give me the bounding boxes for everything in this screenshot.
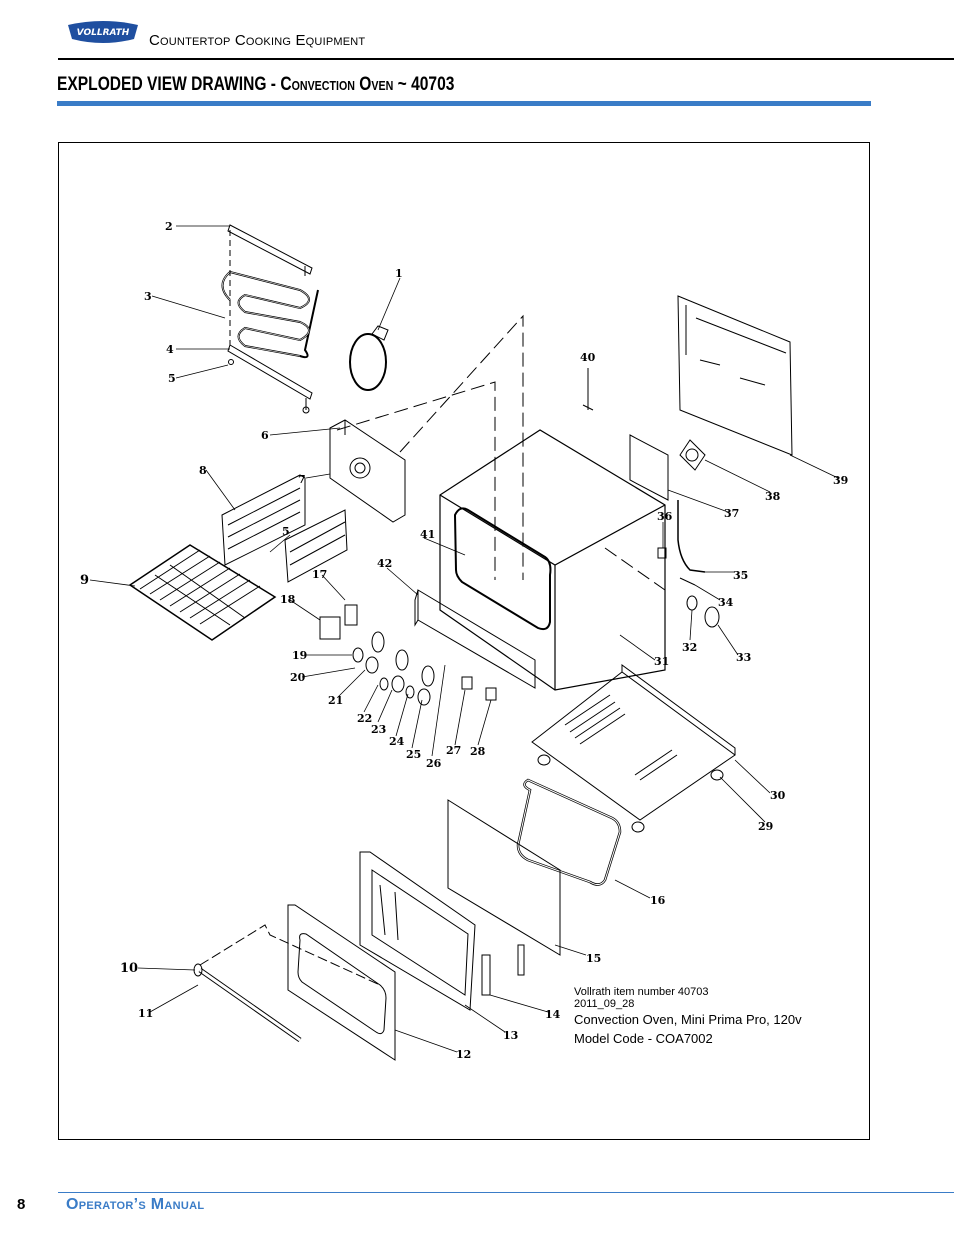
part-labels: 1 2 3 4 5 5 6 7 8 9 10 11 12 13 14 15 16… bbox=[80, 220, 848, 1061]
vollrath-logo: VOLLRATH bbox=[66, 19, 140, 45]
part-label-16: 16 bbox=[650, 894, 666, 907]
footer-title: Operator’s Manual bbox=[66, 1196, 205, 1213]
part-label-7: 7 bbox=[298, 473, 306, 486]
part-label-32: 32 bbox=[682, 641, 697, 654]
door-handle-part bbox=[193, 924, 381, 1043]
part-label-13: 13 bbox=[503, 1029, 518, 1042]
dashed-guides bbox=[336, 314, 666, 591]
screw-part bbox=[228, 359, 234, 365]
section-title-tail: ~ 40703 bbox=[393, 74, 455, 95]
door-frame-part bbox=[359, 851, 476, 1011]
caption-item-number: Vollrath item number 40703 bbox=[574, 986, 709, 998]
page-number: 8 bbox=[17, 1196, 26, 1213]
part-label-21: 21 bbox=[328, 694, 343, 707]
part-label-42: 42 bbox=[377, 557, 392, 570]
base-plate-part bbox=[531, 664, 736, 833]
part-label-20: 20 bbox=[290, 671, 306, 684]
part-label-31: 31 bbox=[654, 655, 669, 668]
control-panel-part bbox=[371, 589, 536, 689]
oven-body-part bbox=[439, 429, 666, 691]
part-label-25: 25 bbox=[406, 748, 421, 761]
part-label-4: 4 bbox=[166, 343, 174, 356]
door-gasket-inner bbox=[517, 779, 621, 886]
knobs-part bbox=[352, 647, 497, 706]
part-label-33: 33 bbox=[736, 651, 751, 664]
part-label-5b: 5 bbox=[282, 525, 290, 538]
lamp-part bbox=[686, 595, 698, 611]
section-title-sub: Convection Oven bbox=[280, 74, 394, 95]
section-title-main: EXPLODED VIEW DRAWING - bbox=[57, 74, 281, 95]
footer-divider bbox=[58, 1192, 954, 1193]
part-label-27: 27 bbox=[446, 744, 461, 757]
part-label-39: 39 bbox=[833, 474, 848, 487]
part-label-11: 11 bbox=[138, 1007, 153, 1020]
bottom-rail-part bbox=[227, 344, 313, 400]
header-title: Countertop Cooking Equipment bbox=[149, 32, 366, 49]
caption-description: Convection Oven, Mini Prima Pro, 120v bbox=[574, 1012, 802, 1027]
part-label-6: 6 bbox=[261, 429, 269, 442]
door-hinge-part bbox=[481, 944, 525, 996]
part-label-40: 40 bbox=[580, 351, 596, 364]
drawing-caption: Vollrath item number 40703 2011_09_28 Co… bbox=[574, 986, 802, 1048]
leader-lines bbox=[89, 225, 839, 1053]
part-label-23: 23 bbox=[371, 723, 386, 736]
part-label-30: 30 bbox=[770, 789, 786, 802]
motor-plate-part bbox=[629, 434, 669, 501]
rack-side-left-part bbox=[221, 474, 306, 566]
part-label-3: 3 bbox=[144, 290, 152, 303]
part-label-24: 24 bbox=[389, 735, 405, 748]
rack-side-right-part bbox=[284, 509, 348, 583]
connector-part bbox=[679, 577, 696, 586]
caption-model-code: Model Code - COA7002 bbox=[574, 1031, 713, 1046]
part-label-2: 2 bbox=[165, 220, 173, 233]
lamp-holder-part bbox=[704, 606, 720, 628]
fan-blade-part bbox=[679, 439, 706, 471]
part-label-8: 8 bbox=[199, 464, 207, 477]
caption-date: 2011_09_28 bbox=[574, 998, 635, 1010]
part-label-35: 35 bbox=[733, 569, 748, 582]
door-glass-part bbox=[447, 799, 561, 956]
part-label-37: 37 bbox=[724, 507, 739, 520]
door-part bbox=[287, 904, 396, 1061]
drawing-frame bbox=[58, 142, 870, 1140]
fan-heater-ring-part bbox=[349, 325, 389, 391]
part-label-17: 17 bbox=[312, 568, 327, 581]
wire-rack-part bbox=[128, 544, 277, 641]
top-rail-part bbox=[227, 224, 313, 276]
part-label-10: 10 bbox=[120, 961, 138, 976]
part-label-9: 9 bbox=[80, 573, 89, 588]
rear-panel-part bbox=[329, 419, 406, 523]
part-label-38: 38 bbox=[765, 490, 781, 503]
part-label-29: 29 bbox=[758, 820, 773, 833]
part-label-22: 22 bbox=[357, 712, 372, 725]
switch-block-part bbox=[319, 604, 358, 640]
part-label-1: 1 bbox=[395, 267, 403, 280]
part-label-18: 18 bbox=[280, 593, 296, 606]
part-label-34: 34 bbox=[718, 596, 734, 609]
section-divider bbox=[57, 101, 871, 106]
part-label-26: 26 bbox=[426, 757, 442, 770]
door-gasket-part bbox=[516, 778, 622, 886]
part-label-19: 19 bbox=[292, 649, 307, 662]
screw-part bbox=[302, 406, 310, 414]
part-label-28: 28 bbox=[470, 745, 486, 758]
part-label-5: 5 bbox=[168, 372, 176, 385]
heating-element-part bbox=[221, 270, 319, 359]
section-title: EXPLODED VIEW DRAWING - Convection Oven … bbox=[57, 74, 454, 96]
logo-text: VOLLRATH bbox=[77, 28, 130, 38]
part-label-14: 14 bbox=[545, 1008, 561, 1021]
part-label-41: 41 bbox=[420, 528, 435, 541]
back-cover-part bbox=[677, 295, 793, 456]
part-label-36: 36 bbox=[657, 510, 673, 523]
fuse-part bbox=[657, 547, 667, 559]
probe-part bbox=[677, 500, 706, 573]
part-label-12: 12 bbox=[456, 1048, 471, 1061]
header-divider bbox=[58, 58, 954, 60]
part-label-15: 15 bbox=[586, 952, 601, 965]
